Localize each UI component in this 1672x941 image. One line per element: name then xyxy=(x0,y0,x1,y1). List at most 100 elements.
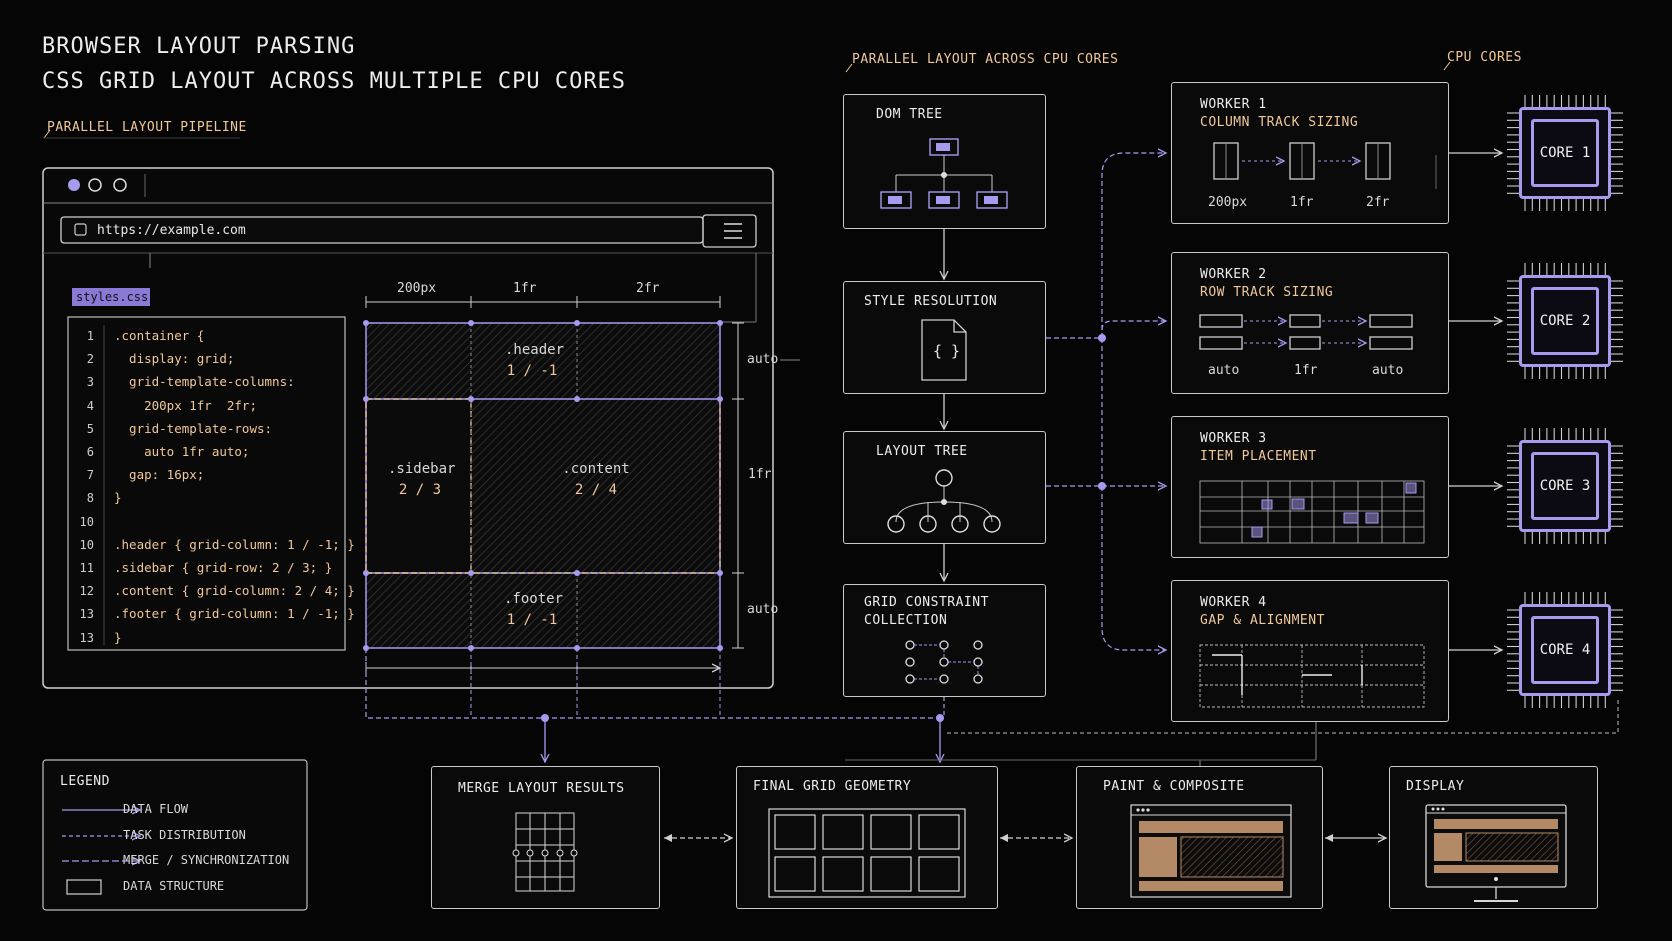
file-tab[interactable]: styles.css xyxy=(76,290,149,304)
core-2-chip: CORE 2 xyxy=(1519,275,1611,367)
area-sidebar-name: .sidebar xyxy=(388,461,456,477)
worker-2-title: WORKER 2 xyxy=(1200,267,1267,282)
code-line-text: .header { grid-column: 1 / -1; } xyxy=(114,536,355,552)
worker-3-title: WORKER 3 xyxy=(1200,431,1267,446)
area-footer-name: .footer xyxy=(504,591,564,607)
code-line-number: 6 xyxy=(86,445,94,459)
worker-1-box: WORKER 1 COLUMN TRACK SIZING 200px 1fr 2… xyxy=(1171,82,1449,224)
code-line-number: 7 xyxy=(86,468,94,483)
legend-data-flow: DATA FLOW xyxy=(123,802,189,816)
legend-box xyxy=(42,759,308,911)
worker-1-task: COLUMN TRACK SIZING xyxy=(1200,115,1359,130)
display-box: DISPLAY xyxy=(1389,766,1598,909)
grid-constraint-title-2: COLLECTION xyxy=(864,613,948,628)
worker-2-box: WORKER 2 ROW TRACK SIZING auto 1fr auto xyxy=(1171,252,1449,394)
code-line-text: } xyxy=(114,490,122,506)
code-panel xyxy=(67,316,346,651)
code-line-number: 11 xyxy=(79,561,94,575)
core-1-chip: CORE 1 xyxy=(1519,107,1611,199)
code-line-text: auto 1fr auto; xyxy=(114,444,250,459)
area-header-name: .header xyxy=(505,342,565,358)
code-line-text: gap: 16px; xyxy=(114,467,205,483)
tree-icon xyxy=(887,469,1001,533)
code-line-text: } xyxy=(114,629,122,645)
code-line-text: grid-template-rows: xyxy=(114,420,273,436)
dom-tree-icon xyxy=(880,138,1008,209)
paint-window-icon xyxy=(1130,804,1292,898)
core-4-chip: CORE 4 xyxy=(1519,604,1611,696)
worker-4-title: WORKER 4 xyxy=(1200,595,1267,610)
legend-merge-sync: MERGE / SYNCHRONIZATION xyxy=(123,853,290,867)
worker-2-icon xyxy=(1199,314,1413,350)
style-resolution-title: STYLE RESOLUTION xyxy=(864,294,998,309)
col-label-3: 2fr xyxy=(636,281,660,296)
merge-box: MERGE LAYOUT RESULTS xyxy=(431,766,660,909)
constraint-icon xyxy=(905,640,983,684)
area-content-name: .content xyxy=(562,461,630,477)
col-label-1: 200px xyxy=(397,281,437,296)
monitor-icon xyxy=(1425,804,1567,902)
worker-2-label-2: 1fr xyxy=(1294,363,1318,378)
worker-1-icon xyxy=(1213,142,1437,189)
worker-1-label-1: 200px xyxy=(1208,195,1248,210)
code-line-number: 12 xyxy=(79,584,94,599)
code-line-number: 10 xyxy=(79,514,94,529)
grid-constraint-box: GRID CONSTRAINT COLLECTION xyxy=(843,584,1046,697)
code-line-number: 13 xyxy=(79,630,94,645)
title-line-1: BROWSER LAYOUT PARSING xyxy=(42,34,356,59)
style-resolution-box: STYLE RESOLUTION { } xyxy=(843,281,1046,394)
grid-constraint-title-1: GRID CONSTRAINT xyxy=(864,595,989,610)
code-line-number: 5 xyxy=(86,421,94,436)
row-label-3: auto xyxy=(747,602,779,617)
code-line-text: 200px 1fr 2fr; xyxy=(114,397,257,413)
merge-grid-icon xyxy=(512,812,578,892)
paint-box: PAINT & COMPOSITE xyxy=(1076,766,1323,909)
code-line-text: .content { grid-column: 2 / 4; } xyxy=(114,583,355,599)
layout-tree-box: LAYOUT TREE xyxy=(843,431,1046,544)
col-label-2: 1fr xyxy=(513,281,537,296)
code-line-number: 13 xyxy=(79,607,94,622)
worker-2-label-3: auto xyxy=(1372,363,1404,378)
url-text[interactable]: https://example.com xyxy=(97,223,246,238)
code-line-text: .container { xyxy=(114,328,205,343)
worker-2-label-1: auto xyxy=(1208,363,1240,378)
section-parallel: PARALLEL LAYOUT ACROSS CPU CORES xyxy=(852,52,1119,67)
worker-2-task: ROW TRACK SIZING xyxy=(1200,285,1334,300)
worker-3-task: ITEM PLACEMENT xyxy=(1200,449,1317,464)
legend-task-distribution: TASK DISTRIBUTION xyxy=(123,828,246,842)
legend-data-structure: DATA STRUCTURE xyxy=(123,879,225,893)
code-line-number: 4 xyxy=(86,398,94,413)
core-4-label: CORE 4 xyxy=(1531,616,1599,684)
worker-1-title: WORKER 1 xyxy=(1200,97,1267,112)
worker-4-task: GAP & ALIGNMENT xyxy=(1200,613,1325,628)
code-line-text: .sidebar { grid-row: 2 / 3; } xyxy=(114,560,333,575)
code-line-text: grid-template-columns: xyxy=(114,374,295,390)
area-sidebar-value: 2 / 3 xyxy=(398,482,442,498)
code-line-number: 3 xyxy=(86,375,94,390)
core-3-chip: CORE 3 xyxy=(1519,440,1611,532)
section-pipeline: PARALLEL LAYOUT PIPELINE xyxy=(47,120,247,135)
final-grid-box: FINAL GRID GEOMETRY xyxy=(736,766,998,909)
area-header-value: 1 / -1 xyxy=(506,363,558,379)
row-label-1: auto xyxy=(747,352,779,367)
worker-3-grid-icon xyxy=(1199,480,1425,544)
code-line-text: display: grid; xyxy=(114,351,235,367)
core-3-label: CORE 3 xyxy=(1531,452,1599,520)
area-content-value: 2 / 4 xyxy=(574,482,618,498)
layout-tree-title: LAYOUT TREE xyxy=(876,444,968,459)
paint-title: PAINT & COMPOSITE xyxy=(1103,779,1245,794)
row-label-2: 1fr xyxy=(748,467,772,482)
code-line-number: 8 xyxy=(86,491,94,506)
worker-4-gap-icon xyxy=(1199,644,1425,708)
display-title: DISPLAY xyxy=(1406,779,1465,794)
document-icon xyxy=(921,319,967,381)
final-grid-icon xyxy=(768,808,966,898)
merge-title: MERGE LAYOUT RESULTS xyxy=(458,781,625,796)
code-line-number: 2 xyxy=(86,352,94,367)
style-glyph: { } xyxy=(933,342,961,360)
code-line-number: 1 xyxy=(86,329,94,343)
code-line-number: 10 xyxy=(79,537,94,552)
worker-1-label-2: 1fr xyxy=(1290,195,1314,210)
final-grid-title: FINAL GRID GEOMETRY xyxy=(753,779,912,794)
